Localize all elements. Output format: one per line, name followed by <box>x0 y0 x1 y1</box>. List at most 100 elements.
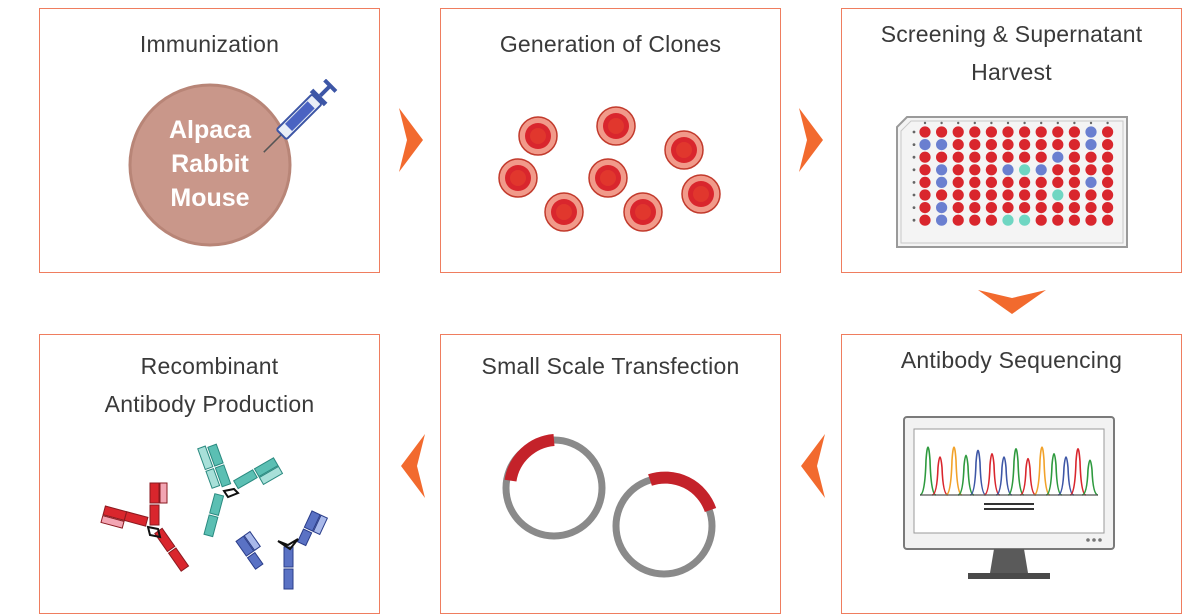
plate-well <box>936 164 948 176</box>
plate-well <box>1085 202 1097 214</box>
plate-well <box>936 202 948 214</box>
plate-well <box>1068 189 1080 201</box>
plate-well <box>1002 164 1014 176</box>
plate-well <box>1035 164 1047 176</box>
plate-well <box>985 151 997 163</box>
sequencing-monitor-illustration <box>903 416 1115 579</box>
clone-cell-icon <box>681 174 721 214</box>
plate-well <box>1085 126 1097 138</box>
chromatogram-peak <box>1045 452 1063 496</box>
chromatogram-peak <box>995 456 1013 496</box>
plate-well <box>1102 202 1114 214</box>
plate-well <box>985 189 997 201</box>
plate-well <box>952 202 964 214</box>
plate-well <box>1085 151 1097 163</box>
plate-well <box>1019 151 1031 163</box>
plate-well <box>1002 176 1014 188</box>
step-generation-of-clones: Generation of Clones <box>440 8 781 273</box>
species-circle <box>128 83 292 247</box>
arrow-right-icon <box>799 108 823 172</box>
plate-well <box>1102 176 1114 188</box>
plate-well <box>1085 214 1097 226</box>
step-title-line: Harvest <box>971 59 1052 85</box>
clone-cell-icon <box>588 158 628 198</box>
plate-well <box>936 189 948 201</box>
plate-well <box>969 139 981 151</box>
step-small-scale-transfection: Small Scale Transfection <box>440 334 781 614</box>
immunization-illustration <box>128 79 338 247</box>
chromatogram-peak <box>1019 457 1037 496</box>
chromatogram-peak <box>1081 459 1099 496</box>
plate-well <box>1019 202 1031 214</box>
step-title: Recombinant Antibody Production <box>40 347 379 423</box>
step-title-line: Screening & Supernatant <box>880 21 1143 47</box>
chromatogram-peak <box>945 446 963 496</box>
plate-well <box>919 164 931 176</box>
arrow-down-icon <box>978 290 1046 314</box>
antibody-icon <box>197 443 284 538</box>
chromatogram-peak <box>983 452 1001 496</box>
plate-well <box>1102 126 1114 138</box>
chromatogram-peak <box>1057 456 1075 496</box>
plate-well <box>1068 151 1080 163</box>
plate-well <box>969 126 981 138</box>
step-title: Immunization <box>40 25 379 63</box>
plate-well <box>1068 164 1080 176</box>
antibody-icon <box>235 510 329 590</box>
step-title: Screening & Supernatant Harvest <box>842 15 1181 91</box>
antibody-icon <box>100 482 190 572</box>
plate-well <box>1052 126 1064 138</box>
chromatogram-peak <box>1033 446 1051 496</box>
plate-well <box>1068 214 1080 226</box>
plate-well <box>952 189 964 201</box>
step-title-line: Recombinant <box>140 353 279 379</box>
plate-well <box>969 164 981 176</box>
plate-well <box>969 202 981 214</box>
plate-well <box>1052 176 1064 188</box>
chromatogram-peak <box>1007 448 1025 496</box>
plate-well <box>1102 214 1114 226</box>
plate-well <box>1035 151 1047 163</box>
step-title-line: Antibody Production <box>104 391 315 417</box>
step-title-line: Immunization <box>139 31 280 57</box>
plate-well <box>969 151 981 163</box>
plate-well <box>1085 139 1097 151</box>
plate-well <box>1085 164 1097 176</box>
step-screening: Screening & Supernatant Harvest <box>841 8 1182 273</box>
step-title-line: Generation of Clones <box>499 31 722 57</box>
plate-well <box>1052 139 1064 151</box>
plate-well <box>919 126 931 138</box>
step-title: Generation of Clones <box>441 25 780 63</box>
clone-cell-icon <box>544 192 584 232</box>
plate-well <box>952 164 964 176</box>
plate-well <box>936 126 948 138</box>
chromatogram-peak <box>1069 448 1087 496</box>
clone-cell-icon <box>623 192 663 232</box>
plate-well <box>1052 164 1064 176</box>
plate-well <box>919 176 931 188</box>
plate-well <box>1002 214 1014 226</box>
plate-well <box>1085 176 1097 188</box>
plate-well <box>1035 202 1047 214</box>
species-alpaca: Alpaca <box>169 116 251 144</box>
plate-well <box>936 139 948 151</box>
plate-well <box>985 214 997 226</box>
plate-well <box>1068 202 1080 214</box>
plate-well <box>969 176 981 188</box>
plate-well <box>1035 214 1047 226</box>
plate-well <box>985 139 997 151</box>
plate-well <box>1002 202 1014 214</box>
plate-well <box>919 214 931 226</box>
well-plate-illustration <box>896 116 1128 248</box>
species-mouse: Mouse <box>170 184 250 212</box>
plate-well <box>952 176 964 188</box>
plate-well <box>1002 126 1014 138</box>
plate-well <box>919 151 931 163</box>
plate-well <box>1019 214 1031 226</box>
step-title: Small Scale Transfection <box>441 347 780 385</box>
plate-well <box>1019 139 1031 151</box>
plate-well <box>1002 139 1014 151</box>
plate-well <box>1102 139 1114 151</box>
plate-well <box>1052 202 1064 214</box>
plate-well <box>985 126 997 138</box>
